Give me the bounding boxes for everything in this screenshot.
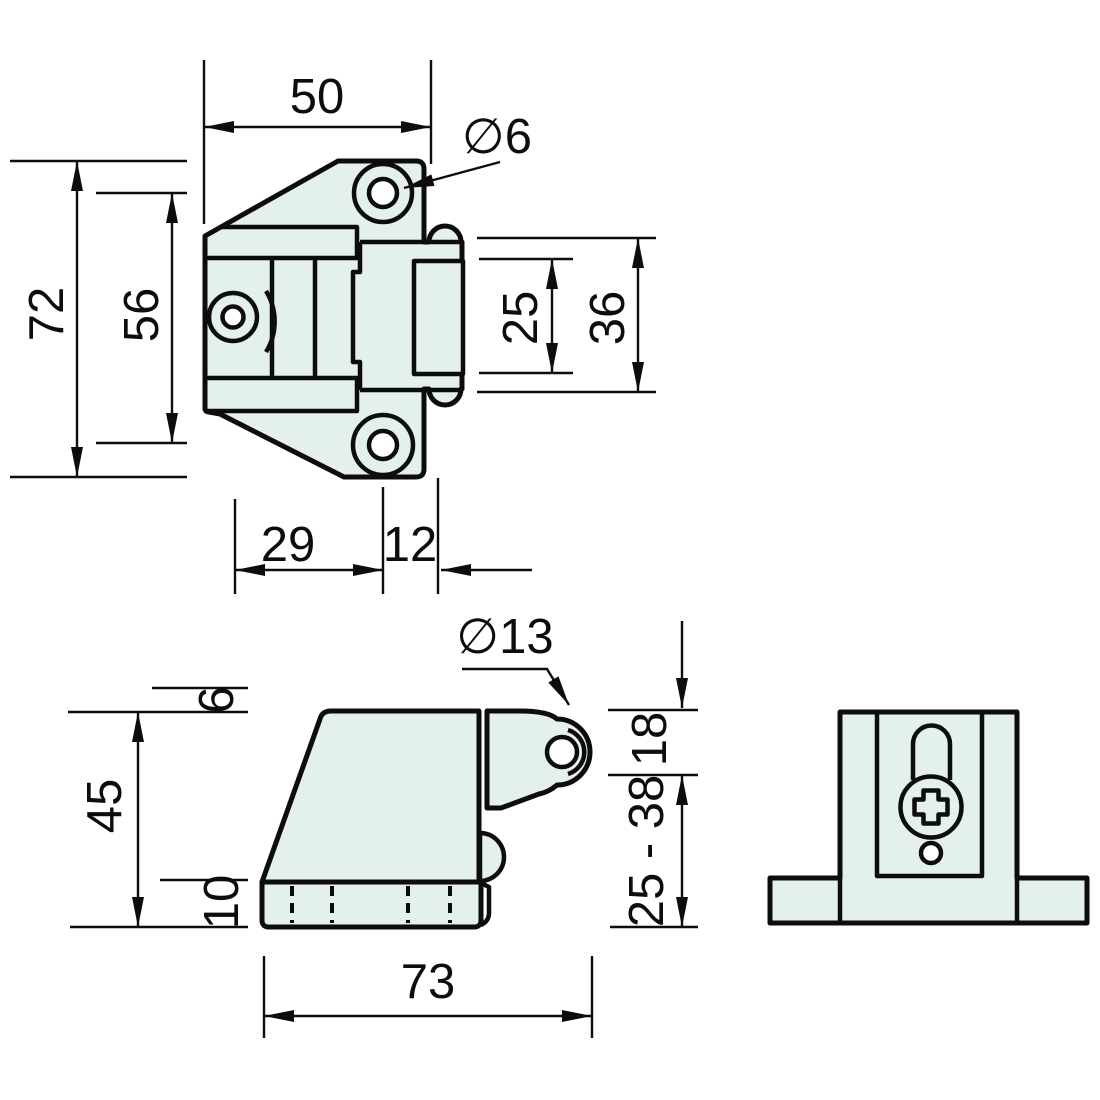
top-view: [202, 158, 466, 480]
dim-depth-29-12: 29 12: [233, 478, 532, 594]
dim-label-axle-to-face: 12: [383, 518, 438, 572]
dim-label-housing-width: 36: [581, 291, 635, 346]
dim-label-body-height: 45: [78, 779, 132, 834]
dim-housing-width-36: 36: [477, 236, 656, 394]
dim-mount-range-25-38: 25 - 38: [610, 775, 698, 929]
roller-circle: [544, 734, 580, 770]
leader-line: [403, 160, 501, 190]
dim-label-roller-dia: ∅13: [456, 610, 553, 664]
roller-edge-arc: [264, 289, 277, 354]
adjustment-plate: [874, 709, 985, 879]
dim-top-clearance-6: 6: [68, 686, 248, 714]
dim-label-mount-range: 25 - 38: [620, 775, 674, 928]
mounting-plate-lower: [205, 375, 360, 414]
roller-wrap-arc: [567, 727, 587, 777]
axle-hole: [220, 304, 246, 330]
wedge-body: [259, 708, 482, 885]
plunger-roller-rect: [411, 258, 466, 377]
dim-label-top-clearance: 6: [190, 686, 244, 713]
pivot-bump: [477, 830, 507, 884]
dim-width-50: 50: [202, 60, 433, 224]
dim-roller-dia-13: ∅13: [456, 610, 571, 706]
rear-view: [767, 709, 1090, 926]
mounting-plate-upper: [205, 224, 360, 261]
side-view-dimensions: 6 45 10 ∅13 18 25 - 38: [68, 610, 698, 1038]
base-depth-edge: [479, 880, 492, 928]
lock-dot-hole: [918, 840, 944, 866]
dim-label-overall-depth: 73: [401, 955, 456, 1009]
dim-screw-hole-dia: ∅6: [403, 110, 532, 190]
adjustment-slot: [910, 723, 953, 780]
dim-label-overall-height: 72: [20, 287, 74, 342]
phillips-cross-icon: [912, 788, 950, 826]
dim-label-base-height: 10: [195, 875, 249, 930]
dim-label-head-height: 18: [623, 712, 677, 767]
dim-label-roller-width: 25: [494, 291, 548, 346]
dim-roller-width-25: 25: [479, 257, 573, 375]
dim-overall-depth-73: 73: [262, 955, 594, 1038]
catch-mouth-outline: [350, 242, 363, 390]
dim-body-height-45: 45: [70, 712, 248, 929]
dim-label-depth-to-axle: 29: [261, 518, 316, 572]
screw-hole-top: [366, 176, 400, 210]
leader-line: [462, 667, 571, 706]
dim-label-hole-spacing: 56: [115, 288, 169, 343]
dim-base-height-10: 10: [160, 875, 249, 930]
screw-hole-bottom: [366, 428, 400, 462]
dim-label-screw-hole: ∅6: [462, 110, 532, 164]
top-view-dimensions: 50 ∅6 72 56 25 36: [10, 60, 656, 594]
dim-head-height-18: 18: [608, 621, 698, 777]
side-view: [259, 708, 593, 930]
dim-hole-spacing-56: 56: [96, 191, 187, 445]
dim-label-width: 50: [290, 70, 345, 124]
dim-overall-height-72: 72: [10, 159, 187, 479]
serrated-base: [259, 879, 484, 930]
